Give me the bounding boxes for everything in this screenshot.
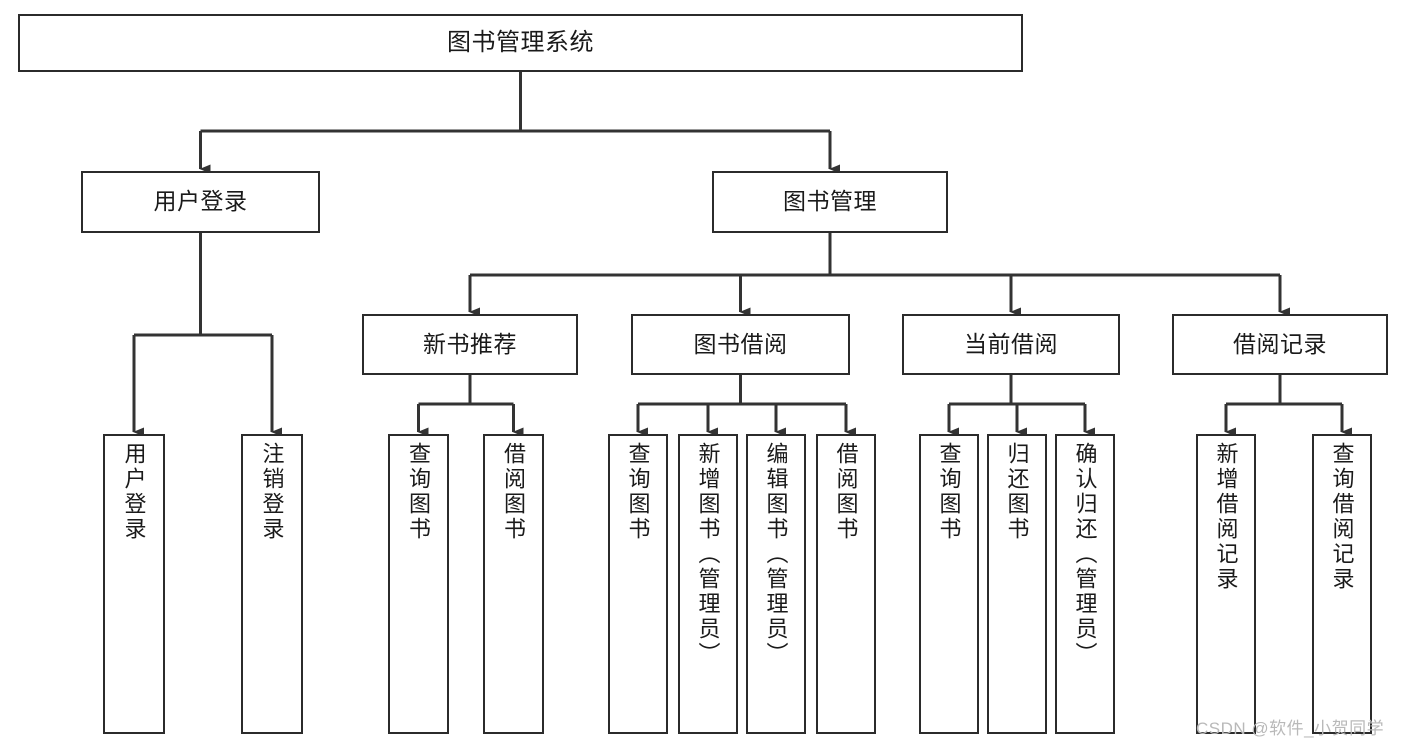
node-label-book-management: 图书管理 bbox=[783, 188, 877, 215]
node-label-root: 图书管理系统 bbox=[447, 28, 594, 56]
node-label-leaf-query-book-borrow: 查询图书 bbox=[625, 442, 651, 542]
node-leaf-borrow-book-recommend[interactable]: 借阅图书 bbox=[483, 434, 544, 734]
node-label-leaf-confirm-return-admin: 确认归还（管理员） bbox=[1072, 442, 1098, 667]
node-label-leaf-query-book-recommend: 查询图书 bbox=[406, 442, 432, 542]
node-leaf-borrow-book[interactable]: 借阅图书 bbox=[816, 434, 876, 734]
node-label-leaf-logout: 注销登录 bbox=[259, 442, 285, 542]
node-label-leaf-borrow-book-recommend: 借阅图书 bbox=[501, 442, 527, 542]
node-label-current-borrow: 当前借阅 bbox=[964, 330, 1058, 357]
node-leaf-user-login[interactable]: 用户登录 bbox=[103, 434, 165, 734]
node-label-leaf-borrow-book: 借阅图书 bbox=[833, 442, 859, 542]
node-new-book-recommend[interactable]: 新书推荐 bbox=[362, 314, 578, 375]
node-label-borrow-records: 借阅记录 bbox=[1233, 330, 1327, 357]
node-label-new-book-recommend: 新书推荐 bbox=[423, 330, 517, 357]
node-label-leaf-query-book-current: 查询图书 bbox=[936, 442, 962, 542]
csdn-watermark: CSDN @软件_小贺同学 bbox=[1196, 719, 1385, 738]
node-label-leaf-add-book-admin: 新增图书（管理员） bbox=[695, 442, 721, 667]
node-leaf-add-book-admin[interactable]: 新增图书（管理员） bbox=[678, 434, 738, 734]
node-user-login[interactable]: 用户登录 bbox=[81, 171, 320, 233]
node-leaf-query-book-recommend[interactable]: 查询图书 bbox=[388, 434, 449, 734]
node-leaf-query-borrow-record[interactable]: 查询借阅记录 bbox=[1312, 434, 1372, 734]
node-label-leaf-user-login: 用户登录 bbox=[121, 442, 147, 542]
node-label-leaf-add-borrow-record: 新增借阅记录 bbox=[1213, 442, 1239, 592]
node-book-management[interactable]: 图书管理 bbox=[712, 171, 948, 233]
node-leaf-query-book-current[interactable]: 查询图书 bbox=[919, 434, 979, 734]
node-label-book-borrow: 图书借阅 bbox=[693, 330, 788, 357]
node-root[interactable]: 图书管理系统 bbox=[18, 14, 1023, 72]
node-leaf-edit-book-admin[interactable]: 编辑图书（管理员） bbox=[746, 434, 806, 734]
node-leaf-add-borrow-record[interactable]: 新增借阅记录 bbox=[1196, 434, 1256, 734]
node-leaf-query-book-borrow[interactable]: 查询图书 bbox=[608, 434, 668, 734]
node-leaf-confirm-return-admin[interactable]: 确认归还（管理员） bbox=[1055, 434, 1115, 734]
node-label-leaf-edit-book-admin: 编辑图书（管理员） bbox=[763, 442, 789, 667]
node-label-leaf-return-book: 归还图书 bbox=[1004, 442, 1030, 542]
node-book-borrow[interactable]: 图书借阅 bbox=[631, 314, 850, 375]
node-leaf-return-book[interactable]: 归还图书 bbox=[987, 434, 1047, 734]
node-current-borrow[interactable]: 当前借阅 bbox=[902, 314, 1120, 375]
node-borrow-records[interactable]: 借阅记录 bbox=[1172, 314, 1388, 375]
node-leaf-logout[interactable]: 注销登录 bbox=[241, 434, 303, 734]
node-label-leaf-query-borrow-record: 查询借阅记录 bbox=[1329, 442, 1355, 592]
node-label-user-login: 用户登录 bbox=[153, 188, 248, 215]
